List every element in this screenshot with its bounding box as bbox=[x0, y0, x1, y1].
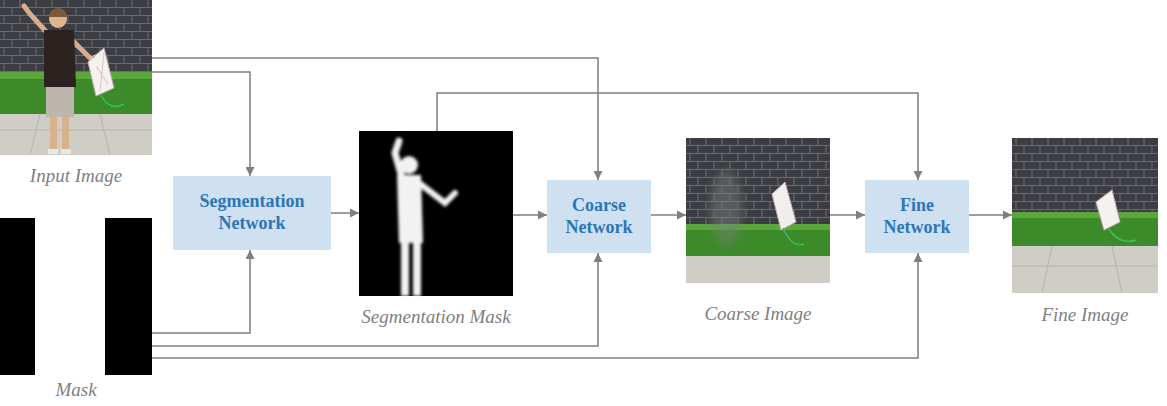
mask-image bbox=[0, 218, 152, 375]
leg bbox=[62, 116, 69, 150]
image-caption: Input Image bbox=[30, 165, 122, 187]
segmentation-mask-image bbox=[359, 131, 513, 296]
mask-black-band bbox=[0, 218, 35, 375]
pavement-lines bbox=[0, 114, 152, 155]
mask-white-band bbox=[35, 218, 105, 375]
image-panel: Coarse Image bbox=[686, 138, 830, 283]
photo-ground bbox=[0, 0, 152, 155]
flow-arrow bbox=[830, 214, 865, 216]
kite-tail bbox=[100, 94, 124, 106]
person-silhouette bbox=[395, 141, 455, 296]
shoe bbox=[61, 149, 71, 154]
mask-ground bbox=[359, 131, 513, 296]
kite bbox=[772, 182, 796, 230]
flow-arrow bbox=[331, 212, 359, 214]
network-box: Fine Network bbox=[865, 180, 969, 253]
photo-ground bbox=[686, 138, 830, 283]
kite bbox=[88, 48, 114, 96]
coarse-photo bbox=[686, 138, 830, 283]
kite bbox=[1096, 190, 1120, 230]
flow-arrow bbox=[152, 253, 918, 358]
network-label: Coarse Network bbox=[555, 195, 643, 238]
brick-wall bbox=[0, 0, 152, 78]
shirt bbox=[44, 30, 76, 87]
shorts bbox=[46, 84, 74, 117]
image-panel: Input Image bbox=[0, 0, 152, 155]
network-box: Segmentation Network bbox=[173, 176, 331, 250]
brick-wall bbox=[1012, 138, 1158, 216]
network-label: Segmentation Network bbox=[181, 191, 323, 234]
photo-ground bbox=[1012, 138, 1158, 293]
kite-tail bbox=[1108, 228, 1136, 242]
grass bbox=[686, 224, 830, 256]
grass bbox=[0, 72, 152, 114]
network-label: Fine Network bbox=[873, 195, 961, 238]
flow-arrow bbox=[437, 93, 918, 180]
brick-wall bbox=[686, 138, 830, 228]
kite-marks bbox=[96, 52, 108, 92]
input-photo bbox=[0, 0, 152, 155]
image-panel: Mask bbox=[0, 218, 152, 375]
image-caption: Coarse Image bbox=[704, 303, 811, 325]
shoe bbox=[48, 149, 58, 154]
pavement-lines bbox=[1012, 246, 1158, 293]
grass-edge bbox=[1012, 212, 1158, 218]
grass-edge bbox=[0, 72, 152, 79]
fine-photo bbox=[1012, 138, 1158, 293]
mask-black-band bbox=[105, 218, 152, 375]
flow-arrow bbox=[969, 214, 1012, 216]
image-caption: Segmentation Mask bbox=[361, 306, 510, 328]
image-panel: Fine Image bbox=[1012, 138, 1158, 293]
kite-tail bbox=[783, 228, 804, 245]
image-caption: Mask bbox=[55, 379, 96, 401]
hair bbox=[49, 8, 67, 17]
flow-arrow bbox=[152, 72, 250, 176]
leg bbox=[50, 116, 57, 150]
network-box: Coarse Network bbox=[547, 180, 651, 253]
flow-arrow bbox=[651, 214, 686, 216]
flow-arrow bbox=[152, 253, 598, 346]
grass-edge bbox=[686, 224, 830, 230]
flow-arrow bbox=[152, 250, 250, 333]
image-caption: Fine Image bbox=[1041, 304, 1128, 326]
inpaint-smudge bbox=[710, 170, 742, 246]
flow-arrow bbox=[513, 214, 547, 216]
image-panel: Segmentation Mask bbox=[359, 131, 513, 296]
flow-arrow bbox=[152, 58, 598, 180]
grass bbox=[1012, 212, 1158, 246]
